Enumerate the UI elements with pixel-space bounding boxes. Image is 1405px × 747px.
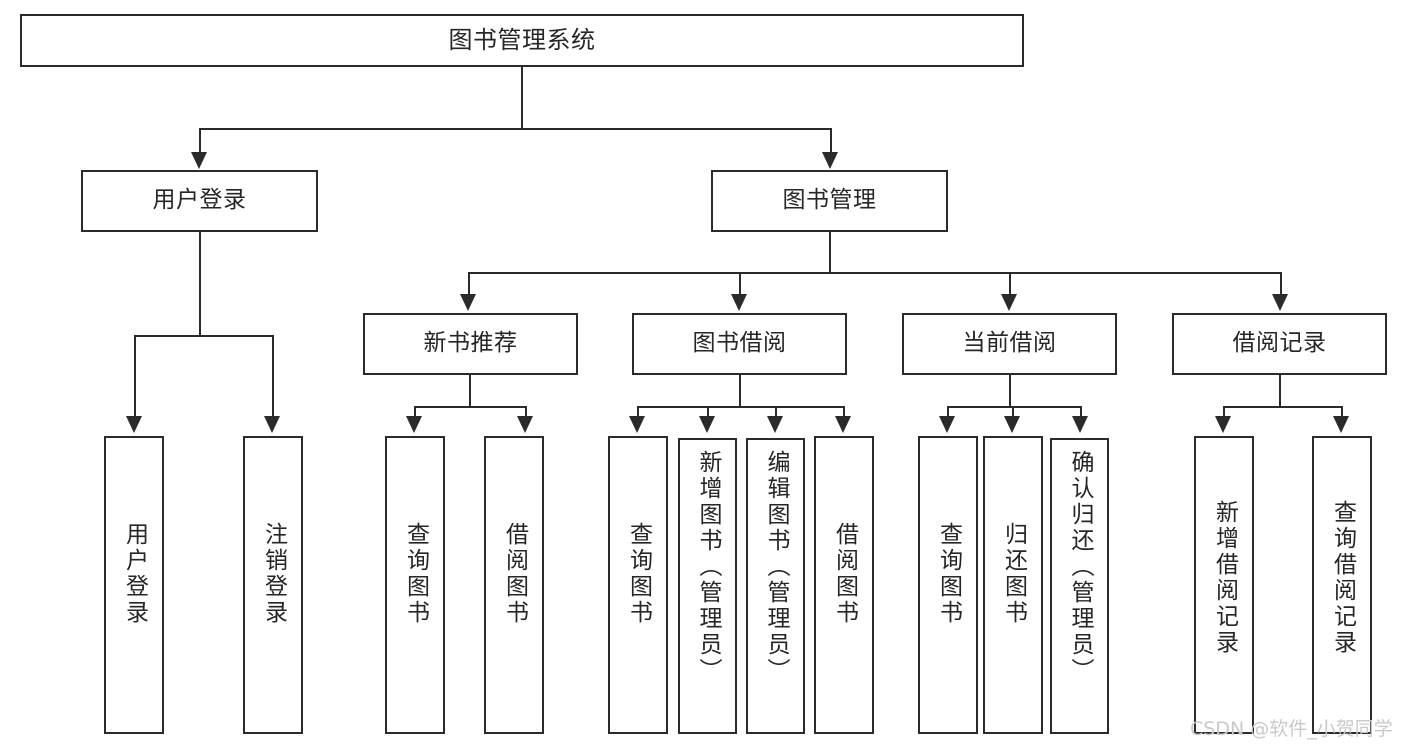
- node-root-book-management-system[interactable]: 图书管理系统: [20, 14, 1024, 67]
- arrow-bm-to-new-book: [460, 294, 476, 311]
- leaf-current-borrow-return-book[interactable]: 归还图书: [983, 436, 1043, 734]
- connector-book-management-trunk: [829, 232, 831, 272]
- connector-book-borrow-split-bar: [637, 406, 843, 408]
- node-label: 查询图书: [625, 522, 652, 626]
- node-new-book-recommend[interactable]: 新书推荐: [363, 313, 578, 375]
- node-label: 新增图书（管理员）: [695, 450, 721, 684]
- node-label: 新增借阅记录: [1211, 500, 1238, 656]
- leaf-borrow-record-query-record[interactable]: 查询借阅记录: [1312, 436, 1372, 734]
- arrow-br-to-leaf-1: [1215, 416, 1231, 433]
- connector-root-to-book-management: [830, 128, 832, 154]
- arrow-cb-to-leaf-1: [939, 416, 955, 433]
- node-label: 新书推荐: [423, 330, 518, 357]
- arrow-bb-to-leaf-2: [699, 416, 715, 433]
- connector-bm-to-current-borrow: [1009, 272, 1011, 296]
- connector-root-trunk: [521, 67, 523, 128]
- connector-borrow-record-trunk: [1279, 375, 1281, 406]
- node-label: 图书管理: [782, 187, 877, 214]
- node-label: 用户登录: [121, 522, 148, 626]
- connector-book-borrow-trunk: [739, 375, 741, 406]
- connector-bb-to-leaf-2: [707, 406, 709, 418]
- connector-user-login-trunk: [199, 232, 201, 335]
- connector-borrow-record-split-bar: [1223, 406, 1341, 408]
- arrow-bb-to-leaf-1: [629, 416, 645, 433]
- leaf-book-borrow-borrow-book[interactable]: 借阅图书: [814, 436, 874, 734]
- connector-br-to-leaf-2: [1341, 406, 1343, 418]
- connector-new-book-trunk: [469, 375, 471, 406]
- connector-user-login-split-bar: [134, 335, 272, 337]
- arrow-user-login-to-leaf-2: [264, 416, 280, 433]
- connector-current-borrow-trunk: [1009, 375, 1011, 406]
- arrow-user-login-to-leaf-1: [126, 416, 142, 433]
- node-label: 编辑图书（管理员）: [763, 450, 789, 684]
- connector-new-book-to-leaf-1: [414, 406, 416, 418]
- node-current-borrow[interactable]: 当前借阅: [902, 313, 1117, 375]
- arrow-new-book-to-leaf-2: [517, 416, 533, 433]
- connector-bm-to-borrow-record: [1280, 272, 1282, 296]
- node-user-login[interactable]: 用户登录: [81, 170, 318, 232]
- connector-new-book-to-leaf-2: [525, 406, 527, 418]
- node-book-borrow[interactable]: 图书借阅: [632, 313, 847, 375]
- connector-user-login-to-leaf-2: [272, 335, 274, 418]
- node-borrow-record[interactable]: 借阅记录: [1172, 313, 1387, 375]
- connector-br-to-leaf-1: [1223, 406, 1225, 418]
- arrow-bb-to-leaf-3: [767, 416, 783, 433]
- node-label: 查询借阅记录: [1329, 500, 1356, 656]
- node-label: 归还图书: [1000, 522, 1027, 626]
- arrow-bm-to-borrow-record: [1272, 294, 1288, 311]
- connector-bm-to-book-borrow: [739, 272, 741, 296]
- leaf-book-borrow-add-book-admin[interactable]: 新增图书（管理员）: [678, 438, 737, 734]
- node-label: 注销登录: [260, 522, 287, 626]
- node-book-management[interactable]: 图书管理: [711, 170, 948, 232]
- connector-user-login-to-leaf-1: [134, 335, 136, 418]
- node-label: 借阅图书: [831, 522, 858, 626]
- leaf-current-borrow-query-book[interactable]: 查询图书: [918, 436, 978, 734]
- node-label: 当前借阅: [962, 330, 1057, 357]
- node-label: 借阅图书: [501, 522, 528, 626]
- leaf-user-login-signin[interactable]: 用户登录: [104, 436, 164, 734]
- arrow-cb-to-leaf-3: [1072, 416, 1088, 433]
- connector-cb-to-leaf-1: [947, 406, 949, 418]
- arrow-root-to-user-login: [191, 152, 207, 169]
- arrow-cb-to-leaf-2: [1004, 416, 1020, 433]
- leaf-borrow-record-add-record[interactable]: 新增借阅记录: [1194, 436, 1254, 734]
- connector-bb-to-leaf-4: [843, 406, 845, 418]
- arrow-bb-to-leaf-4: [835, 416, 851, 433]
- connector-root-split-bar: [199, 128, 831, 130]
- arrow-new-book-to-leaf-1: [406, 416, 422, 433]
- connector-bm-to-new-book: [468, 272, 470, 296]
- arrow-root-to-book-management: [822, 152, 838, 169]
- connector-root-to-user-login: [199, 128, 201, 154]
- node-label: 用户登录: [152, 187, 247, 214]
- leaf-book-borrow-edit-book-admin[interactable]: 编辑图书（管理员）: [746, 438, 805, 734]
- node-label: 查询图书: [402, 522, 429, 626]
- leaf-new-book-query-book[interactable]: 查询图书: [385, 436, 445, 734]
- node-label: 查询图书: [935, 522, 962, 626]
- leaf-book-borrow-query-book[interactable]: 查询图书: [608, 436, 668, 734]
- arrow-br-to-leaf-2: [1333, 416, 1349, 433]
- arrow-bm-to-book-borrow: [731, 294, 747, 311]
- node-label: 图书管理系统: [448, 26, 596, 55]
- connector-bb-to-leaf-3: [775, 406, 777, 418]
- connector-new-book-split-bar: [414, 406, 525, 408]
- leaf-user-login-signout[interactable]: 注销登录: [243, 436, 303, 734]
- node-label: 图书借阅: [692, 330, 787, 357]
- leaf-new-book-borrow-book[interactable]: 借阅图书: [484, 436, 544, 734]
- connector-bb-to-leaf-1: [637, 406, 639, 418]
- node-label: 借阅记录: [1232, 330, 1327, 357]
- connector-book-management-split-bar: [468, 272, 1280, 274]
- watermark-text: CSDN @软件_小贺同学: [1190, 718, 1393, 740]
- connector-cb-to-leaf-2: [1012, 406, 1014, 418]
- node-label: 确认归还（管理员）: [1067, 450, 1093, 684]
- connector-cb-to-leaf-3: [1080, 406, 1082, 418]
- leaf-current-borrow-confirm-return-admin[interactable]: 确认归还（管理员）: [1050, 438, 1109, 734]
- arrow-bm-to-current-borrow: [1001, 294, 1017, 311]
